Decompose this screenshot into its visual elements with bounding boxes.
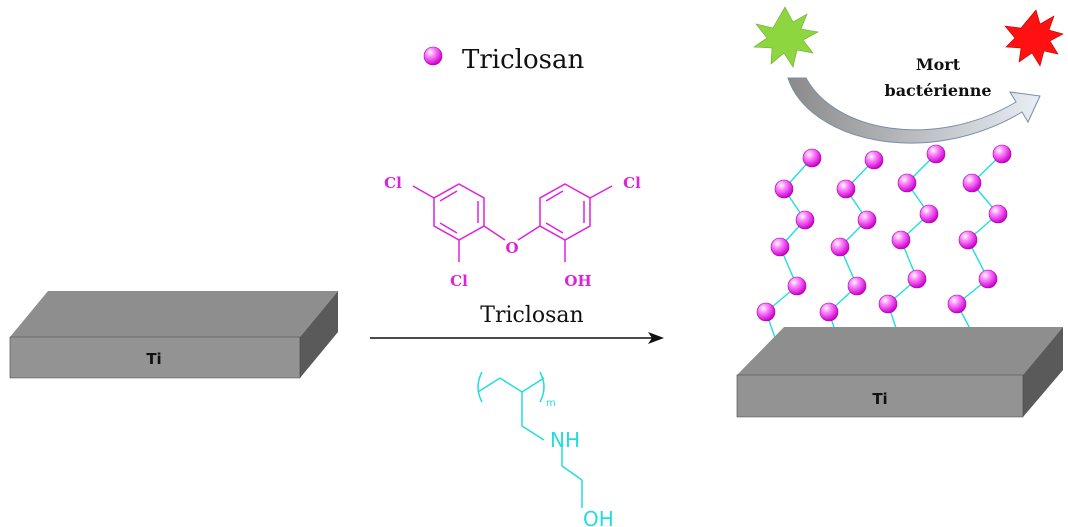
slab-right-label: Ti (872, 390, 887, 408)
triclosan-ball-icon (774, 179, 794, 199)
polymer-hydroxyl: OH (583, 507, 614, 527)
triclosan-ball-icon (787, 276, 807, 296)
grafted-triclosan-chains (756, 144, 1012, 347)
atom-oxygen: O (505, 239, 518, 257)
slab-right-side (1023, 327, 1063, 417)
bacterial-kill: Mort bactérienne (753, 6, 1064, 144)
slab-right-top (737, 327, 1063, 375)
kill-text-line2: bactérienne (885, 81, 992, 100)
triclosan-ball-icon (770, 237, 790, 257)
triclosan-ball-icon (802, 148, 822, 168)
kill-text-line1: Mort (916, 55, 961, 74)
triclosan-ball-icon (962, 173, 982, 193)
triclosan-ball-icon (847, 276, 867, 296)
ti-slab-right: Ti (736, 327, 1063, 418)
legend: Triclosan (423, 45, 584, 75)
triclosan-ball-icon (897, 173, 917, 193)
polymer-subscript: m (546, 398, 556, 409)
ti-slab-left: Ti (9, 291, 338, 379)
slab-left-front (9, 336, 301, 379)
polymer-structure (477, 371, 583, 508)
triclosan-ball-icon (819, 302, 839, 322)
triclosan-ball-icon (891, 230, 911, 250)
atom-hydroxyl: OH (564, 272, 591, 290)
arrow-label: Triclosan (480, 303, 583, 328)
dead-bacterium-icon (1004, 9, 1064, 67)
kill-arrow (787, 77, 1041, 144)
polymer-amine: NH (550, 428, 580, 452)
triclosan-ball-icon (947, 294, 967, 314)
triclosan-ball-icon (926, 144, 946, 164)
triclosan-ball-icon (830, 237, 850, 257)
triclosan-ball-icon (795, 210, 815, 230)
triclosan-ball-icon (864, 150, 884, 170)
slab-left-top (10, 291, 338, 337)
slab-right-front (736, 374, 1024, 418)
triclosan-atom-labels: Cl Cl O OH Cl (384, 174, 641, 290)
triclosan-ball-icon (907, 269, 927, 289)
triclosan-ball-icon (756, 302, 776, 322)
triclosan-ball-icon (857, 210, 877, 230)
arrow-head-icon (648, 332, 664, 344)
triclosan-ball-icon (992, 144, 1012, 164)
legend-ball-icon (423, 46, 443, 66)
slab-left-side (300, 291, 338, 378)
triclosan-ball-icon (836, 179, 856, 199)
triclosan-structure (412, 183, 613, 262)
triclosan-ball-icon (958, 230, 978, 250)
atom-cl-bottom: Cl (450, 272, 468, 290)
legend-label: Triclosan (462, 45, 584, 75)
atom-cl-top-left: Cl (384, 174, 402, 192)
polymer-labels: m NH OH (546, 398, 614, 527)
slab-left-label: Ti (146, 350, 161, 368)
triclosan-ball-icon (878, 294, 898, 314)
triclosan-ball-icon (919, 204, 939, 224)
atom-cl-top-right: Cl (623, 174, 641, 192)
live-bacterium-icon (753, 6, 819, 68)
triclosan-ball-icon (978, 269, 998, 289)
reaction-arrow: Triclosan (370, 303, 664, 344)
triclosan-ball-icon (988, 204, 1008, 224)
